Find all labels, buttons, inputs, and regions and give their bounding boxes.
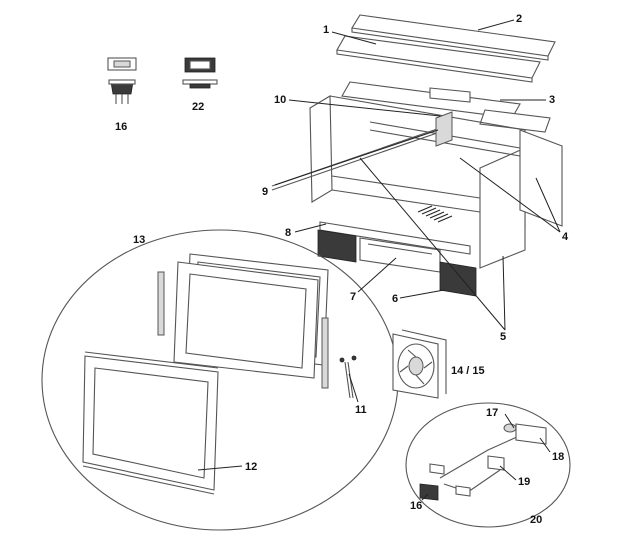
callout-22: 22	[192, 101, 204, 113]
callout-14-15: 14 / 15	[451, 365, 485, 377]
callout-20: 20	[530, 514, 542, 526]
callout-5: 5	[500, 331, 506, 343]
part-1-top-panel	[336, 35, 541, 83]
floor-vent-slots	[417, 205, 453, 223]
callout-labels: 1 2 3 4 5 6 7 8 9 10 11 12 13 14 / 15 16…	[115, 13, 569, 526]
callout-12: 12	[245, 461, 257, 473]
part-11-clips	[339, 355, 357, 399]
callout-6: 6	[392, 293, 398, 305]
part-8-front-trim	[319, 221, 471, 255]
callout-19: 19	[518, 476, 530, 488]
callout-1: 1	[323, 24, 329, 36]
part-20-wiring-harness	[405, 402, 571, 528]
part-16-rocker-switch	[107, 57, 137, 104]
leader-lines	[197, 19, 561, 501]
callout-8: 8	[285, 227, 291, 239]
callout-3: 3	[549, 94, 555, 106]
part-3-top-baffle	[341, 81, 551, 133]
part-6-right-grille	[439, 261, 477, 297]
part-2-top-panel	[351, 14, 556, 61]
part-22-switch-bezel	[182, 57, 218, 89]
callout-18: 18	[552, 451, 564, 463]
part-13-door-assembly	[41, 229, 399, 531]
callout-16-top: 16	[115, 121, 127, 133]
callout-9: 9	[262, 186, 268, 198]
callout-13: 13	[133, 234, 145, 246]
callout-2: 2	[516, 13, 522, 25]
callout-7: 7	[350, 291, 356, 303]
callout-11: 11	[355, 404, 367, 416]
part-6-left-grille	[317, 229, 357, 263]
callout-17: 17	[486, 407, 498, 419]
callout-4: 4	[562, 231, 569, 243]
callout-10: 10	[274, 94, 286, 106]
part-14-15-blower-fan	[392, 329, 447, 399]
part-9-10-burner-tube	[271, 111, 453, 191]
callout-16-harness: 16	[410, 500, 422, 512]
